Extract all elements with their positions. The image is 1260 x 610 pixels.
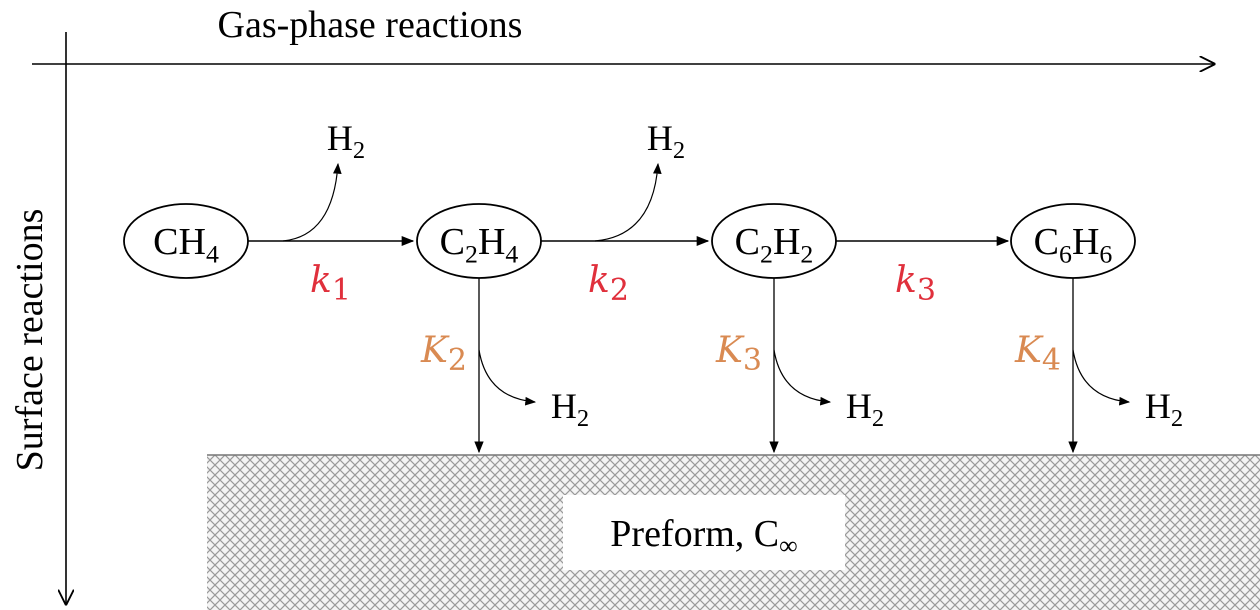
h2-release-arrow — [478, 349, 537, 406]
h2-release-arrow — [282, 162, 342, 242]
h2-release-arrow — [594, 162, 662, 242]
h2-label: H2 — [846, 386, 884, 432]
h2-label: H2 — [551, 386, 589, 432]
h2-label: H2 — [1145, 386, 1183, 432]
species-label-c2h4: C2H4 — [440, 221, 519, 268]
surface-label: Surface reactions — [9, 209, 51, 472]
species-label-ch4: CH4 — [153, 221, 219, 268]
preform-label-box — [563, 495, 845, 570]
h2-release-arrow — [773, 349, 832, 406]
surface-rate-2: K2 — [420, 330, 467, 378]
h2-label: H2 — [647, 118, 685, 164]
h2-release-arrow — [1072, 349, 1131, 406]
gas-rate-1: k1 — [310, 260, 351, 308]
preform-label: Preform, C∞ — [610, 513, 797, 560]
species-label-c2h2: C2H2 — [735, 221, 814, 268]
h2-label: H2 — [327, 118, 365, 164]
gas-rate-3: k3 — [895, 260, 936, 308]
surface-rate-4: K4 — [1014, 330, 1061, 378]
surface-rate-3: K3 — [715, 330, 762, 378]
gas-phase-label: Gas-phase reactions — [218, 4, 523, 46]
species-label-c6h6: C6H6 — [1034, 221, 1113, 268]
gas-rate-2: k2 — [588, 260, 629, 308]
